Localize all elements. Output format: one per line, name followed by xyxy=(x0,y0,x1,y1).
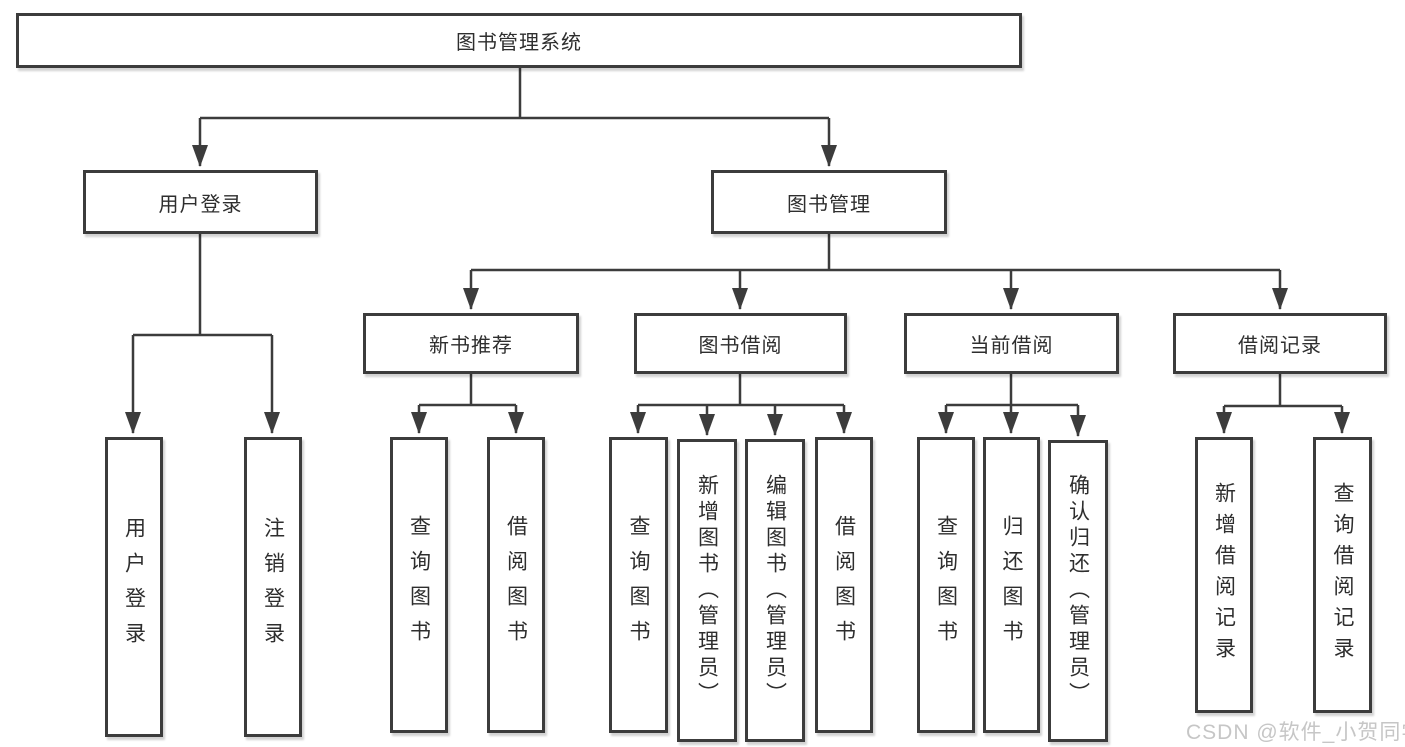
leaf-add-books-admin: 新增图书（管理员） xyxy=(677,439,737,742)
leaf-logout: 注销登录 xyxy=(244,437,302,737)
leaf-confirm-return-admin: 确认归还（管理员） xyxy=(1048,440,1108,742)
leaf-borrow-books-1: 借阅图书 xyxy=(487,437,545,733)
node-user-login: 用户登录 xyxy=(83,170,318,234)
leaf-query-books-2: 查询图书 xyxy=(609,437,668,733)
leaf-user-login: 用户登录 xyxy=(105,437,163,737)
watermark: CSDN @软件_小贺同学 xyxy=(1186,721,1405,744)
leaf-query-borrow-record: 查询借阅记录 xyxy=(1313,437,1372,713)
leaf-edit-books-admin: 编辑图书（管理员） xyxy=(745,439,805,742)
node-current-borrow: 当前借阅 xyxy=(904,313,1119,374)
node-new-book-recommend: 新书推荐 xyxy=(363,313,579,374)
leaf-add-borrow-record: 新增借阅记录 xyxy=(1195,437,1253,713)
node-borrow-records: 借阅记录 xyxy=(1173,313,1387,374)
leaf-query-books-3: 查询图书 xyxy=(917,437,975,733)
leaf-query-books-1: 查询图书 xyxy=(390,437,448,733)
node-book-management: 图书管理 xyxy=(711,170,947,234)
node-root-system: 图书管理系统 xyxy=(16,13,1022,68)
leaf-return-books: 归还图书 xyxy=(983,437,1040,733)
leaf-borrow-books-2: 借阅图书 xyxy=(815,437,873,733)
node-book-borrow: 图书借阅 xyxy=(634,313,847,374)
